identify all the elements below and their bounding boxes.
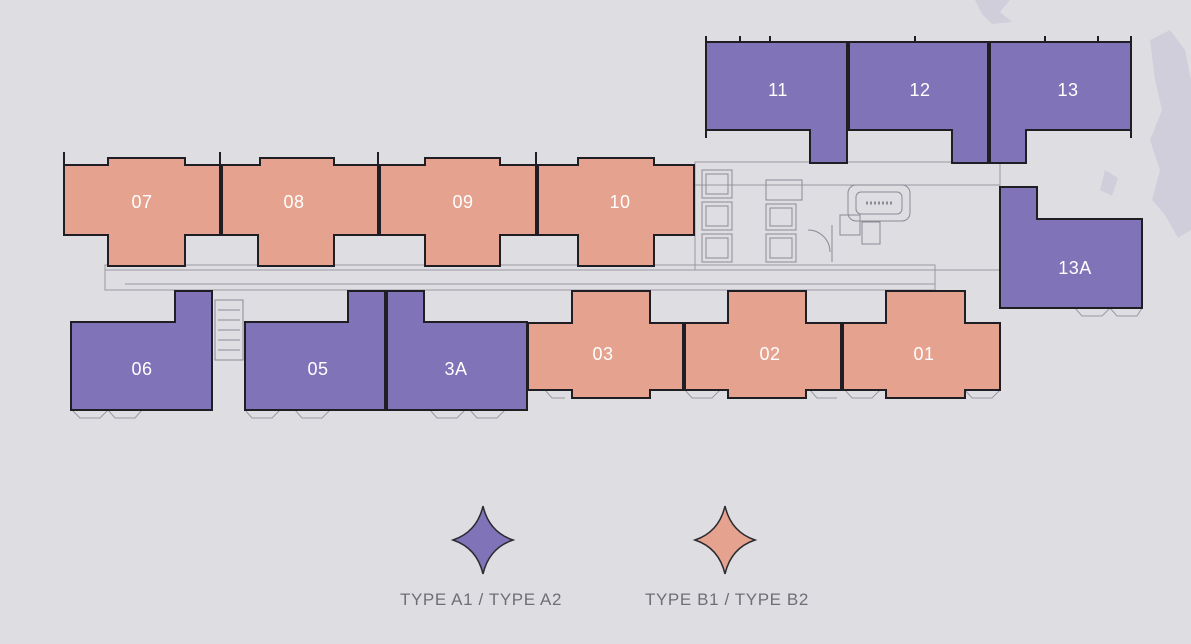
unit-02[interactable] xyxy=(684,290,842,399)
unit-01[interactable] xyxy=(842,290,1001,399)
legend-label-type-b: TYPE B1 / TYPE B2 xyxy=(645,590,809,609)
unit-13a-label: 13A xyxy=(1058,258,1092,278)
unit-07-label: 07 xyxy=(131,192,152,212)
unit-13a[interactable] xyxy=(999,186,1143,309)
unit-13[interactable] xyxy=(989,41,1132,164)
legend-swatch-type-b xyxy=(692,505,758,575)
unit-03-label: 03 xyxy=(592,344,613,364)
unit-06[interactable] xyxy=(70,290,213,411)
unit-3a[interactable] xyxy=(386,290,528,411)
unit-05[interactable] xyxy=(244,290,386,411)
legend-swatch-type-a xyxy=(450,505,516,575)
unit-13-label: 13 xyxy=(1057,80,1078,100)
legend-label-type-a: TYPE A1 / TYPE A2 xyxy=(400,590,563,609)
elevator-core xyxy=(701,169,833,263)
unit-01-label: 01 xyxy=(913,344,934,364)
unit-08-label: 08 xyxy=(283,192,304,212)
unit-06-label: 06 xyxy=(131,359,152,379)
units-type-b xyxy=(63,157,1001,399)
unit-05-label: 05 xyxy=(307,359,328,379)
unit-labels: 07 08 09 10 11 12 13 13A 06 05 3A 03 02 … xyxy=(131,80,1091,379)
unit-02-label: 02 xyxy=(759,344,780,364)
units-type-a xyxy=(70,41,1143,411)
unit-3a-label: 3A xyxy=(444,359,467,379)
unit-09-label: 09 xyxy=(452,192,473,212)
unit-10[interactable] xyxy=(537,157,695,267)
unit-07[interactable] xyxy=(63,157,221,267)
decorative-splash xyxy=(975,0,1191,238)
unit-11-label: 11 xyxy=(768,80,788,100)
unit-08[interactable] xyxy=(221,157,379,267)
unit-03[interactable] xyxy=(527,290,684,399)
legend-swatches xyxy=(450,505,758,575)
unit-11[interactable] xyxy=(705,41,848,164)
unit-12[interactable] xyxy=(848,41,989,164)
unit-10-label: 10 xyxy=(609,192,630,212)
stair-core xyxy=(214,184,911,361)
unit-09[interactable] xyxy=(379,157,537,267)
unit-12-label: 12 xyxy=(909,80,930,100)
wall-ticks xyxy=(63,36,1132,165)
